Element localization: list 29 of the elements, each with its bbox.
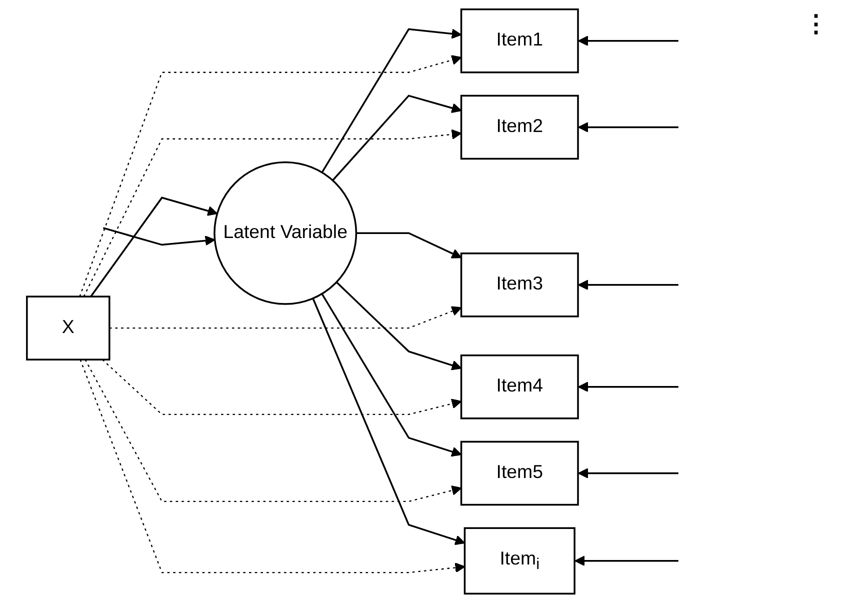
node-box: Item1 — [460, 8, 579, 74]
arrow — [109, 306, 462, 329]
arrow — [321, 293, 462, 457]
node-box: Item$_{i}$ — [464, 527, 576, 595]
arrow — [332, 94, 462, 181]
arrow — [356, 232, 462, 258]
arrow — [79, 55, 462, 297]
node-box: Item4 — [460, 354, 579, 420]
arrow — [578, 36, 678, 46]
arrow — [578, 280, 678, 290]
node-box: Item3 — [460, 252, 579, 318]
arrow — [578, 382, 678, 392]
node-box: Item2 — [460, 94, 579, 160]
node-box: Item5 — [460, 440, 579, 506]
node-box: X — [26, 296, 110, 360]
ellipsis-mark: ⋮ — [803, 10, 829, 39]
arrow — [336, 282, 462, 370]
arrow — [578, 468, 678, 478]
arrow — [102, 227, 216, 246]
arrow — [312, 298, 466, 546]
arrow — [574, 556, 678, 566]
arrow — [83, 129, 462, 297]
arrow — [84, 359, 462, 502]
arrow — [102, 359, 462, 416]
arrow — [321, 28, 462, 173]
arrow — [578, 122, 678, 132]
node-circle: Latent Variable — [214, 161, 358, 305]
arrow — [80, 359, 466, 574]
arrow — [90, 196, 218, 298]
